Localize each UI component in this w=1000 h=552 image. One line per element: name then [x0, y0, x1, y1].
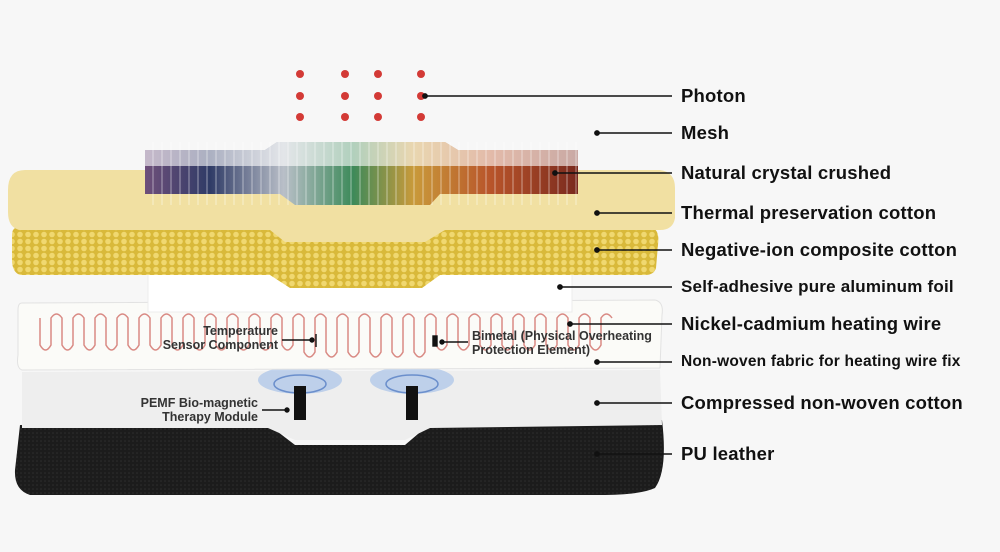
- pemf-label: PEMF Bio-magnetic Therapy Module: [120, 396, 258, 424]
- leader-dot: [422, 93, 428, 99]
- label-mesh: Mesh: [681, 122, 730, 143]
- leader-dot: [594, 130, 600, 136]
- compressed-cotton-layer: [22, 370, 662, 440]
- bimetal-line2: Protection Element): [472, 343, 591, 357]
- photon-dot: [341, 113, 349, 121]
- leader-dot: [594, 359, 600, 365]
- photon-dot: [374, 92, 382, 100]
- label-photon: Photon: [681, 85, 746, 106]
- heating-wire: [39, 313, 613, 358]
- photon-dots: [296, 70, 425, 121]
- pu-leather-layer: [14, 420, 664, 495]
- pemf-module-right: [370, 366, 454, 420]
- photon-dot: [296, 92, 304, 100]
- photon-dot: [374, 70, 382, 78]
- mesh-layer: [145, 142, 578, 166]
- label-heating-wire: Nickel-cadmium heating wire: [681, 313, 942, 334]
- label-thermal-cotton: Thermal preservation cotton: [681, 202, 937, 223]
- label-compressed-cotton: Compressed non-woven cotton: [681, 392, 963, 413]
- leader-dot: [594, 210, 600, 216]
- negative-ion-cotton-layer: [12, 228, 659, 288]
- bimetal-label: Bimetal (Physical Overheating Protection…: [472, 329, 652, 357]
- photon-dot: [296, 70, 304, 78]
- label-aluminum-foil: Self-adhesive pure aluminum foil: [681, 277, 954, 296]
- label-natural-crystal: Natural crystal crushed: [681, 162, 892, 183]
- label-nonwoven-fabric: Non-woven fabric for heating wire fix: [681, 353, 961, 370]
- photon-dot: [374, 113, 382, 121]
- photon-dot: [417, 70, 425, 78]
- leader-dot: [594, 400, 600, 406]
- leader-dot: [594, 451, 600, 457]
- pemf-line2: Therapy Module: [162, 410, 258, 424]
- leader-dot: [552, 170, 558, 176]
- leader-dot: [567, 321, 573, 327]
- pemf-module-left: [258, 366, 342, 420]
- photon-dot: [417, 113, 425, 121]
- pemf-line1: PEMF Bio-magnetic: [140, 396, 258, 410]
- temperature-sensor-label: Temperature Sensor Component: [150, 324, 278, 352]
- label-negative-ion-cotton: Negative-ion composite cotton: [681, 239, 958, 260]
- leader-dot: [594, 247, 600, 253]
- temperature-sensor-line1: Temperature: [203, 324, 278, 338]
- leader-dot: [557, 284, 563, 290]
- bimetal-line1: Bimetal (Physical Overheating: [472, 329, 652, 343]
- photon-dot: [341, 92, 349, 100]
- heating-wire-path: [39, 313, 613, 358]
- photon-dot: [341, 70, 349, 78]
- photon-dot: [296, 113, 304, 121]
- label-pu-leather: PU leather: [681, 443, 775, 464]
- temperature-sensor-line2: Sensor Component: [162, 338, 278, 352]
